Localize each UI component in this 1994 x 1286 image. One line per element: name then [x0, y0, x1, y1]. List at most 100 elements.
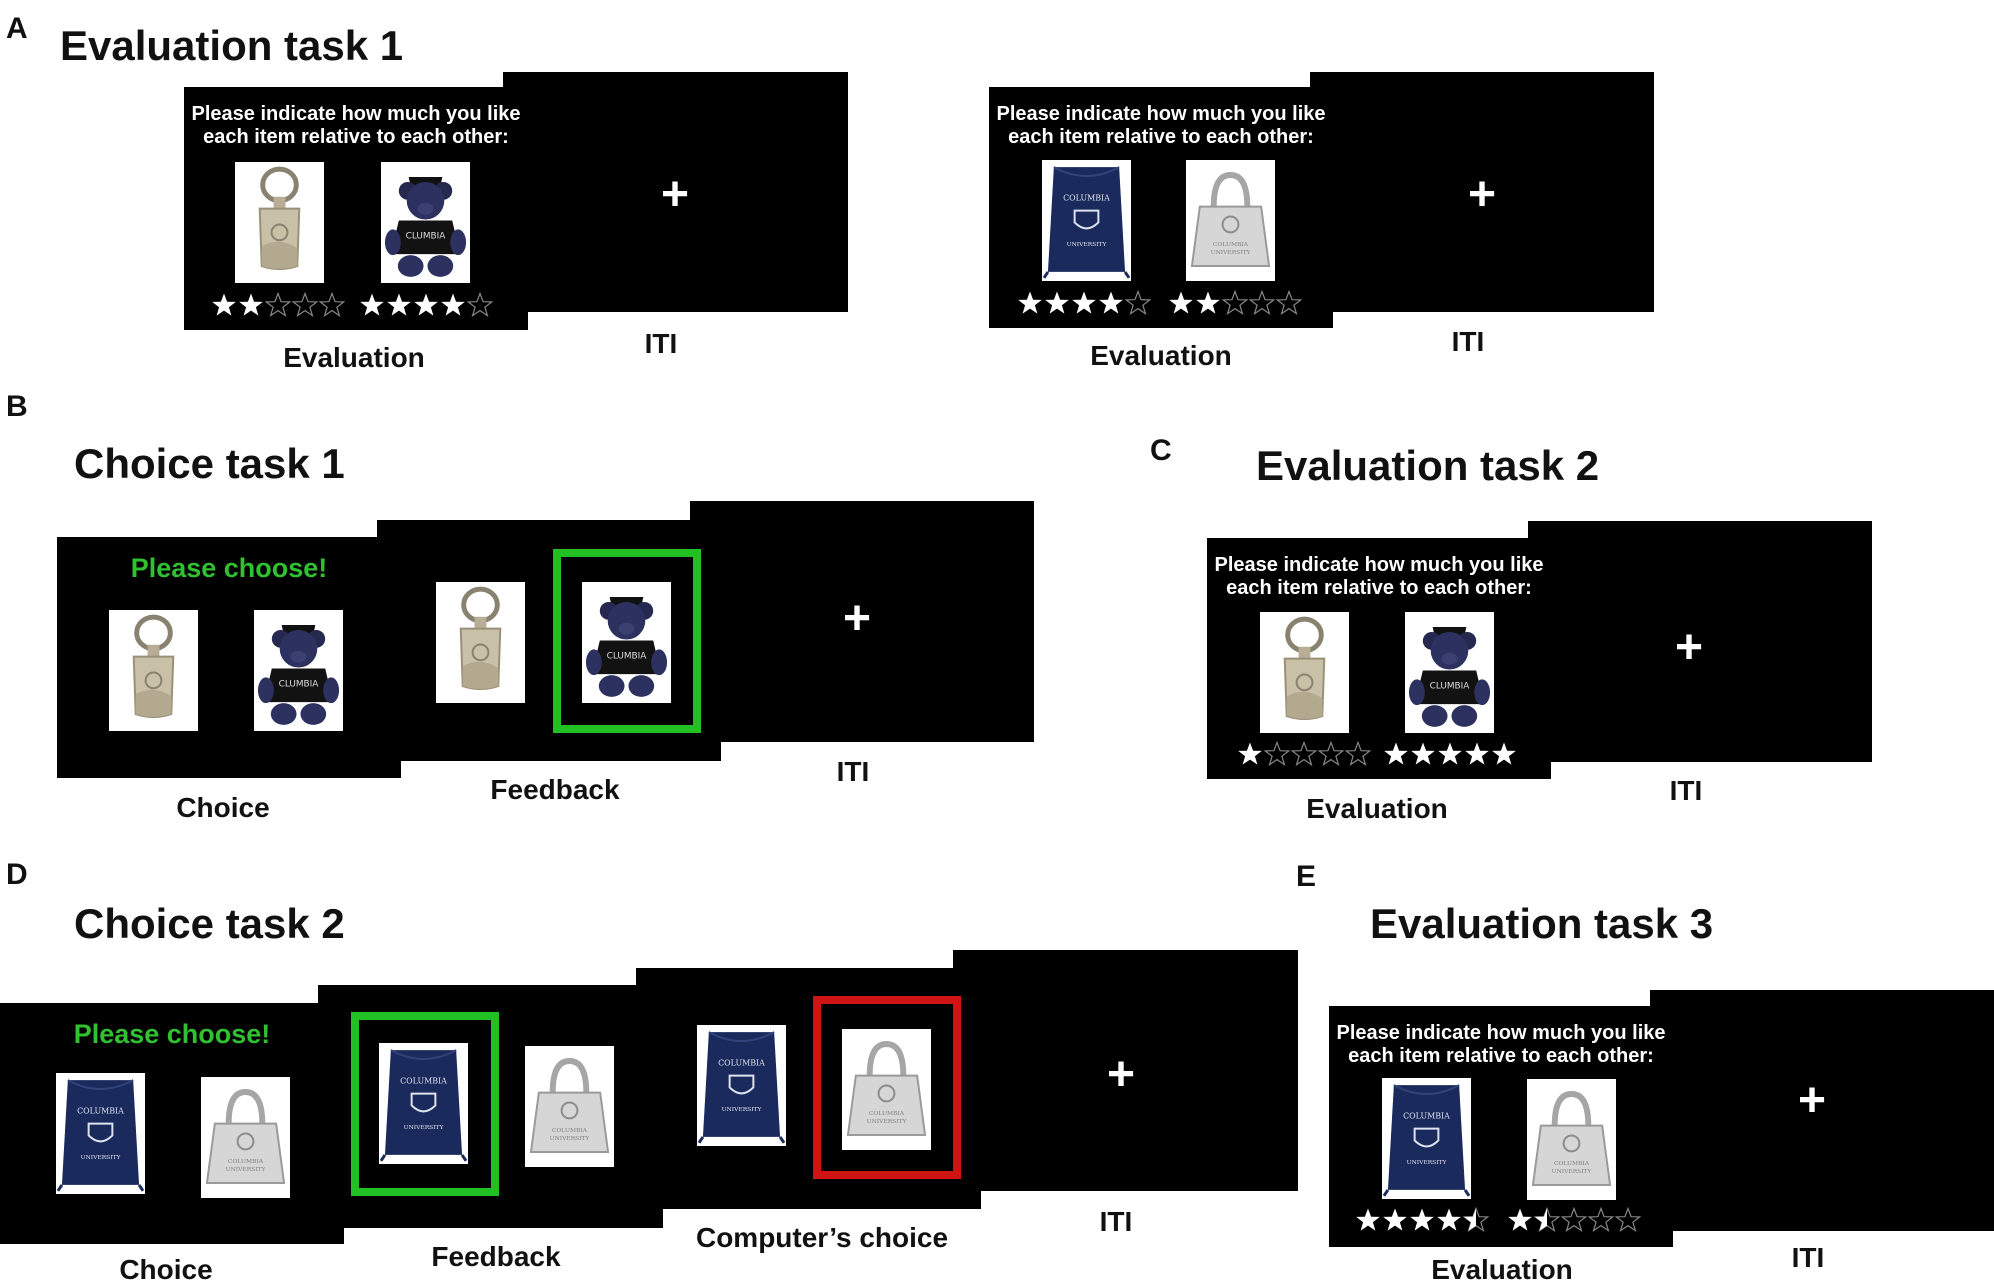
drawstring-bag-icon — [1382, 1078, 1471, 1199]
star-icon — [1238, 742, 1262, 765]
star-icon — [1411, 742, 1435, 765]
keychain-icon — [436, 582, 525, 703]
fixation-cross-icon: + — [1467, 168, 1497, 221]
star-icon — [1356, 1208, 1380, 1231]
feedback-caption: Feedback — [490, 774, 620, 805]
star-icon — [265, 292, 291, 318]
fixation-cross-icon: + — [1797, 1074, 1827, 1127]
panel-letter-e: E — [1296, 860, 1317, 893]
fixation-cross-icon: + — [1106, 1048, 1136, 1101]
feedback-screen — [377, 520, 721, 761]
keychain-icon[interactable] — [109, 610, 198, 731]
iti-screen: + — [1310, 72, 1654, 312]
feedback-screen — [318, 985, 663, 1228]
star-icon — [1125, 290, 1151, 316]
computer-choice-frame — [813, 996, 961, 1179]
choice-caption: Choice — [119, 1254, 213, 1285]
evaluation-caption: Evaluation — [1090, 340, 1232, 371]
purse-keychain-icon — [842, 1029, 931, 1150]
choose-prompt: Please choose! — [130, 553, 328, 583]
star-icon — [1222, 290, 1248, 316]
teddy-bear-icon[interactable] — [254, 610, 343, 731]
drawstring-bag-icon — [697, 1025, 786, 1146]
evaluation-caption: Evaluation — [1306, 793, 1448, 824]
star-icon — [1410, 1208, 1434, 1231]
choice-screen: Please choose! — [57, 537, 401, 778]
iti-caption: ITI — [1669, 775, 1703, 806]
keychain-icon — [235, 162, 324, 283]
computer-choice-caption: Computer’s choice — [695, 1222, 949, 1253]
choice-screen: Please choose! — [0, 1003, 344, 1244]
star-icon — [1291, 741, 1317, 767]
star-icon — [1561, 1207, 1587, 1233]
star-icon — [1169, 291, 1193, 314]
star-icon — [1264, 741, 1290, 767]
feedback-caption: Feedback — [431, 1241, 561, 1272]
evaluation-caption: Evaluation — [1431, 1254, 1573, 1285]
panel-letter-a: A — [6, 12, 28, 45]
purse-keychain-icon — [1527, 1079, 1616, 1200]
panel-d-title: Choice task 2 — [74, 900, 345, 947]
star-icon — [1099, 291, 1123, 314]
selected-item-frame — [351, 1012, 499, 1196]
evaluation-caption: Evaluation — [283, 342, 425, 373]
star-icon — [1318, 741, 1344, 767]
iti-caption: ITI — [836, 756, 870, 787]
star-icon — [1465, 742, 1489, 765]
teddy-bear-icon — [381, 162, 470, 283]
drawstring-bag-icon — [1042, 160, 1131, 281]
star-icon — [1437, 1208, 1461, 1231]
rating-stars-right — [1507, 1207, 1642, 1233]
iti-screen: + — [953, 950, 1298, 1191]
teddy-bear-icon — [582, 582, 671, 703]
purse-keychain-icon[interactable] — [201, 1077, 290, 1198]
iti-caption: ITI — [1099, 1206, 1133, 1237]
rating-stars-left — [1017, 290, 1152, 316]
star-icon — [1492, 742, 1516, 765]
star-icon — [292, 292, 318, 318]
star-icon — [414, 293, 438, 316]
panel-letter-c: C — [1150, 434, 1172, 467]
star-icon — [212, 293, 236, 316]
rating-stars-right — [1383, 741, 1518, 767]
star-icon — [239, 293, 263, 316]
star-icon — [1045, 291, 1069, 314]
star-icon — [467, 292, 493, 318]
panel-c-title: Evaluation task 2 — [1256, 442, 1600, 489]
star-icon — [1463, 1207, 1489, 1233]
star-icon — [1534, 1207, 1560, 1233]
fixation-cross-icon: + — [842, 592, 872, 645]
fixation-cross-icon: + — [1674, 621, 1704, 674]
star-icon — [387, 293, 411, 316]
star-icon — [1384, 742, 1408, 765]
panel-letter-b: B — [6, 390, 28, 423]
panel-e-title: Evaluation task 3 — [1370, 900, 1714, 947]
drawstring-bag-icon[interactable] — [56, 1073, 145, 1194]
iti-caption: ITI — [644, 328, 678, 359]
panel-a-title: Evaluation task 1 — [60, 22, 404, 69]
iti-screen: + — [1650, 990, 1994, 1231]
keychain-icon — [1260, 612, 1349, 733]
panel-letter-d: D — [6, 858, 28, 891]
purse-keychain-icon — [1186, 160, 1275, 281]
star-icon — [441, 293, 465, 316]
star-icon — [360, 293, 384, 316]
drawstring-bag-icon — [379, 1043, 468, 1164]
computer-choice-screen — [636, 968, 981, 1209]
rating-stars-right — [359, 292, 494, 318]
iti-caption: ITI — [1451, 326, 1485, 357]
star-icon — [1018, 291, 1042, 314]
star-icon — [1196, 291, 1220, 314]
star-icon — [1345, 741, 1371, 767]
panel-b-title: Choice task 1 — [74, 440, 345, 487]
iti-caption: ITI — [1791, 1242, 1825, 1273]
fixation-cross-icon: + — [660, 168, 690, 221]
teddy-bear-icon — [1405, 612, 1494, 733]
rating-stars-right — [1168, 290, 1303, 316]
star-icon — [1072, 291, 1096, 314]
